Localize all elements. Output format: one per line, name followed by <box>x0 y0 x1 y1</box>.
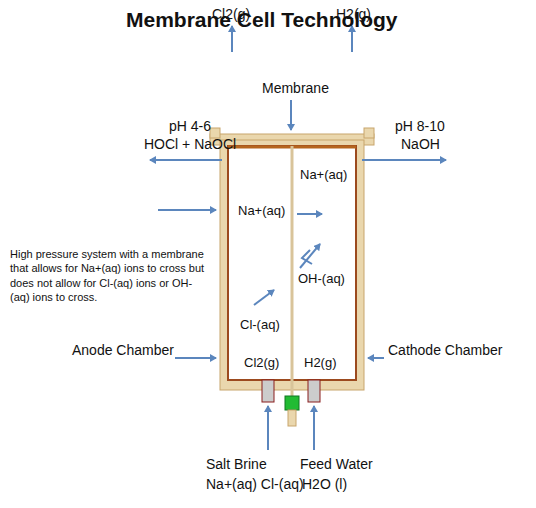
gas-label: H2(g) <box>304 356 337 371</box>
product-label: HOCl + NaOCl <box>144 136 236 152</box>
ion-label: Cl-(aq) <box>240 318 280 333</box>
input-label: Salt Brine <box>206 456 267 472</box>
ph-label: pH 4-6 <box>169 118 211 134</box>
note-text: High pressure system with a membrane tha… <box>10 247 210 304</box>
input-label: H2O (l) <box>302 476 347 492</box>
gas-output-label: H2(g) <box>336 6 371 22</box>
ion-label: OH-(aq) <box>298 272 345 287</box>
gas-output-label: Cl2(g) <box>212 6 250 22</box>
product-label: NaOH <box>401 136 440 152</box>
gas-label: Cl2(g) <box>244 356 279 371</box>
membrane-label: Membrane <box>262 80 329 96</box>
ion-label: Na+(aq) <box>300 168 347 183</box>
input-label: Na+(aq) Cl-(aq) <box>206 476 304 492</box>
ion-label: Na+(aq) <box>238 204 285 219</box>
chamber-label: Cathode Chamber <box>388 342 502 358</box>
input-label: Feed Water <box>300 456 373 472</box>
chamber-label: Anode Chamber <box>72 342 174 358</box>
ph-label: pH 8-10 <box>395 118 445 134</box>
